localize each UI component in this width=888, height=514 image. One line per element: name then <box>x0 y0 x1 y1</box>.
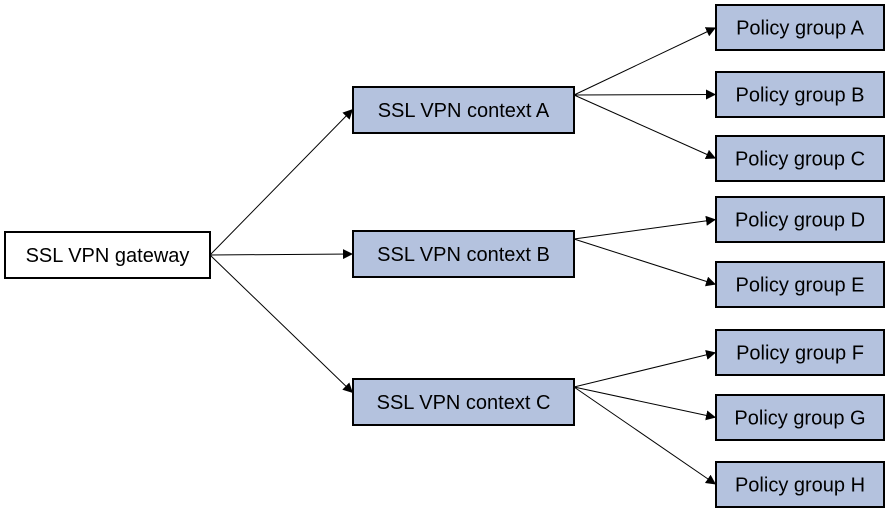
policy-node-policy-group-c: Policy group C <box>715 135 885 182</box>
context-node-ssl-vpn-context-c-box <box>352 378 575 426</box>
edge-ssl-vpn-context-b-to-policy-group-e <box>573 238 717 287</box>
edges <box>209 27 717 485</box>
edge-ssl-vpn-context-c-to-policy-group-h <box>573 386 717 485</box>
edge-ssl-vpn-context-c-to-policy-group-f <box>573 350 717 388</box>
edge-gateway-to-ssl-vpn-context-b <box>209 249 354 260</box>
nodes: SSL VPN gateway SSL VPN context A Policy g… <box>4 4 885 508</box>
policy-node-policy-group-a-label: Policy group A <box>736 18 865 40</box>
policy-node-policy-group-b: Policy group B <box>715 71 885 118</box>
context-node-ssl-vpn-context-a: SSL VPN context A <box>352 86 575 134</box>
edge-ssl-vpn-context-b-to-policy-group-d <box>573 215 717 240</box>
policy-node-policy-group-e-box <box>715 261 885 308</box>
policy-node-policy-group-h-box <box>715 461 885 508</box>
policy-node-policy-group-a-box <box>715 4 885 51</box>
context-node-ssl-vpn-context-b-box <box>352 230 575 278</box>
policy-node-policy-group-f-label: Policy group F <box>736 343 864 365</box>
policy-node-policy-group-e: Policy group E <box>715 261 885 308</box>
edge-gateway-to-ssl-vpn-context-a <box>209 108 354 256</box>
edge-ssl-vpn-context-a-to-policy-group-b <box>573 89 717 100</box>
policy-node-policy-group-a: Policy group A <box>715 4 885 51</box>
policy-node-policy-group-d: Policy group D <box>715 196 885 243</box>
policy-node-policy-group-d-box <box>715 196 885 243</box>
policy-node-policy-group-h: Policy group H <box>715 461 885 508</box>
policy-node-policy-group-c-box <box>715 135 885 182</box>
policy-node-policy-group-d-label: Policy group D <box>735 210 865 232</box>
policy-node-policy-group-e-label: Policy group E <box>736 275 865 297</box>
policy-node-policy-group-c-label: Policy group C <box>735 149 865 171</box>
gateway-node-label: SSL VPN gateway <box>26 245 190 267</box>
policy-node-policy-group-f: Policy group F <box>715 329 885 376</box>
context-node-ssl-vpn-context-c: SSL VPN context C <box>352 378 575 426</box>
gateway-node: SSL VPN gateway <box>4 231 211 279</box>
context-node-ssl-vpn-context-a-label: SSL VPN context A <box>378 100 550 122</box>
context-node-ssl-vpn-context-b-label: SSL VPN context B <box>377 244 550 266</box>
policy-node-policy-group-g-box <box>715 394 885 441</box>
context-node-ssl-vpn-context-c-label: SSL VPN context C <box>377 392 551 414</box>
edge-ssl-vpn-context-c-to-policy-group-g <box>573 386 717 421</box>
policy-node-policy-group-b-box <box>715 71 885 118</box>
policy-node-policy-group-g-label: Policy group G <box>734 408 865 430</box>
context-node-ssl-vpn-context-b: SSL VPN context B <box>352 230 575 278</box>
context-node-ssl-vpn-context-a-box <box>352 86 575 134</box>
edge-gateway-to-ssl-vpn-context-c <box>209 254 354 394</box>
gateway-node-box <box>4 231 211 279</box>
edge-ssl-vpn-context-a-to-policy-group-c <box>573 94 717 159</box>
policy-node-policy-group-b-label: Policy group B <box>736 85 865 107</box>
policy-node-policy-group-g: Policy group G <box>715 394 885 441</box>
edge-ssl-vpn-context-a-to-policy-group-a <box>573 27 717 96</box>
policy-node-policy-group-f-box <box>715 329 885 376</box>
policy-node-policy-group-h-label: Policy group H <box>735 475 865 497</box>
